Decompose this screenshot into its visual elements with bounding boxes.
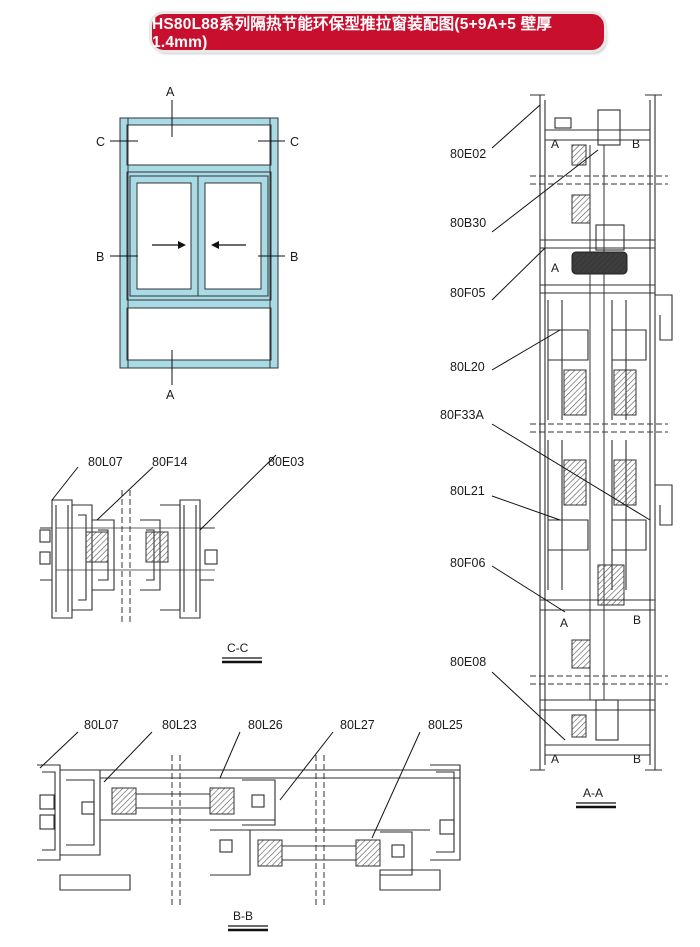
aa-mark-b-bottom: B [633, 752, 641, 766]
bb-label-80l07: 80L07 [84, 718, 119, 732]
aa-mark-a-transom: A [551, 261, 559, 275]
cc-label-80f14: 80F14 [152, 455, 187, 469]
bb-label-80l25: 80L25 [428, 718, 463, 732]
elev-label-bottom: A [166, 388, 175, 402]
section-cc: 80L07 80F14 80E03 C-C [39, 454, 304, 664]
aa-label-80b30: 80B30 [450, 216, 486, 230]
elev-label-left-top: C [96, 135, 105, 149]
bb-label-80l23: 80L23 [162, 718, 197, 732]
aa-mark-b-top: B [632, 137, 640, 151]
aa-label-80e02: 80E02 [450, 147, 486, 161]
aa-label-80l20: 80L20 [450, 360, 485, 374]
aa-label-80f33a: 80F33A [440, 408, 484, 422]
bb-caption: B-B [233, 909, 253, 923]
aa-label-80e08: 80E08 [450, 655, 486, 669]
aa-label-80f06: 80F06 [450, 556, 485, 570]
aa-label-80l21: 80L21 [450, 484, 485, 498]
aa-mark-a-bottom: A [551, 752, 559, 766]
aa-label-80f05: 80F05 [450, 286, 485, 300]
slide-arrow-right-icon [152, 241, 186, 249]
aa-mark-b-sill: B [633, 613, 641, 627]
elev-label-right-top: C [290, 135, 299, 149]
aa-caption: A-A [583, 786, 603, 800]
section-aa: 80E02 80B30 80F05 80L20 80F33A 80L21 80F… [440, 94, 673, 809]
cc-label-80e03: 80E03 [268, 455, 304, 469]
elev-label-top: A [166, 85, 175, 99]
drawing-title: HS80L88系列隔热节能环保型推拉窗装配图(5+9A+5 壁厚1.4mm) [152, 14, 604, 51]
aa-mark-a-top: A [551, 137, 559, 151]
bb-label-80l27: 80L27 [340, 718, 375, 732]
elev-label-left-mid: B [96, 250, 104, 264]
cc-caption: C-C [227, 641, 249, 655]
aa-mark-a-sill: A [560, 616, 568, 630]
slide-arrow-left-icon [211, 241, 246, 249]
window-elevation: A A C C B B [96, 85, 299, 402]
section-bb: 80L07 80L23 80L26 80L27 80L25 B-B [37, 718, 463, 932]
bb-label-80l26: 80L26 [248, 718, 283, 732]
cc-label-80l07: 80L07 [88, 455, 123, 469]
elev-label-right-mid: B [290, 250, 298, 264]
